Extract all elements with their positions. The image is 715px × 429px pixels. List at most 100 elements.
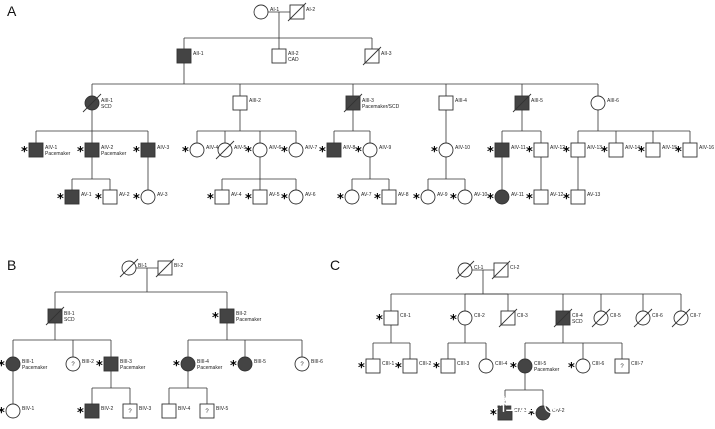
individual-aiv-15: *AIV-15 — [638, 142, 677, 160]
individual-note: CAD — [288, 57, 299, 63]
tested-star-icon: * — [568, 361, 575, 376]
individual-label: BIV-2 — [101, 406, 113, 412]
individual-biv-1: *BIV-1 — [0, 403, 34, 421]
female-symbol — [517, 358, 533, 374]
tested-star-icon: * — [245, 145, 252, 160]
female-symbol — [252, 142, 268, 158]
individual-label: AIV-3 — [157, 145, 169, 151]
male-symbol — [570, 142, 586, 158]
individual-note: Pacemaker — [22, 365, 48, 371]
tested-star-icon: * — [95, 192, 102, 207]
male-symbol — [232, 95, 248, 111]
individual-label: AIV-12 — [550, 145, 565, 151]
male-symbol — [102, 189, 118, 205]
individual-label: AIV-1 — [45, 145, 57, 151]
tested-star-icon: * — [319, 145, 326, 160]
individual-biv-5: ?BIV-5 — [199, 403, 228, 419]
individual-label: AIV-9 — [379, 145, 391, 151]
tested-star-icon: * — [526, 145, 533, 160]
individual-label: CIV-1 — [514, 408, 527, 414]
individual-label: CII-3 — [517, 313, 528, 319]
individual-aiv-16: *AIV-16 — [675, 142, 714, 160]
individual-label: AI-2 — [306, 7, 315, 13]
male-symbol — [570, 189, 586, 205]
individual-cii-5: CII-5 — [591, 308, 621, 328]
individual-label: AV-8 — [398, 192, 409, 198]
individual-aiv-6: *AIV-6 — [245, 142, 281, 160]
individual-av-4: *AV-4 — [207, 189, 242, 207]
individual-label: AIV-13 — [587, 145, 602, 151]
individual-biv-3: ?BIV-3 — [122, 403, 151, 419]
individual-aiv-13: *AIV-13 — [563, 142, 602, 160]
individual-av-6: *AV-6 — [281, 189, 316, 207]
male-symbol — [214, 189, 230, 205]
female-symbol — [344, 189, 360, 205]
individual-cii-3: CII-3 — [498, 308, 528, 328]
deceased-slash — [455, 260, 475, 280]
individual-av-13: *AV-13 — [563, 189, 600, 207]
individual-av-8: * AV-8 — [374, 189, 409, 207]
tested-star-icon: * — [96, 359, 103, 374]
individual-note: Pacemaker — [45, 151, 71, 157]
individual-bi-2: BI-2 — [155, 258, 183, 278]
individual-label: CIII-7 — [631, 361, 643, 367]
tested-star-icon: * — [487, 192, 494, 207]
individual-note: Pacemaker — [236, 317, 262, 323]
individual-civ-1: *CIV-1 — [490, 405, 527, 423]
individual-aiv-4: *AIV-4 — [182, 142, 218, 160]
male-symbol — [219, 308, 235, 324]
male-symbol — [533, 189, 549, 205]
individual-biii-5: *BIII-5 — [230, 356, 266, 374]
deceased-slash — [633, 308, 653, 328]
female-symbol — [5, 403, 21, 419]
male-symbol — [64, 189, 80, 205]
deceased-slash — [512, 93, 532, 113]
deceased-slash — [287, 2, 307, 22]
deceased-slash — [45, 306, 65, 326]
individual-ci-1: CI-1 — [455, 260, 484, 280]
individual-label: BIII-6 — [311, 359, 323, 365]
tested-star-icon: * — [212, 311, 219, 326]
individual-aii-1: AII-1 — [176, 48, 204, 64]
individual-label: AV-9 — [437, 192, 448, 198]
unknown-status-mark: ? — [300, 362, 304, 368]
individual-biv-4: BIV-4 — [161, 403, 190, 419]
tested-star-icon: * — [450, 313, 457, 328]
unknown-status-mark: ? — [620, 364, 624, 370]
tested-star-icon: * — [281, 145, 288, 160]
individual-cii-1: *CII-1 — [376, 310, 411, 328]
individual-label: AV-5 — [269, 192, 280, 198]
tested-star-icon: * — [245, 192, 252, 207]
individual-aiii-2: AIII-2 — [232, 95, 261, 111]
individual-label: BIII-5 — [254, 359, 266, 365]
individual-cii-7: CII-7 — [671, 308, 701, 328]
individual-label: BIII-2 — [82, 359, 94, 365]
panel-label-a: A — [7, 3, 17, 19]
individual-label: AIII-5 — [531, 98, 543, 104]
individual-label: CII-1 — [400, 313, 411, 319]
tested-star-icon: * — [355, 145, 362, 160]
individual-label: AIV-16 — [699, 145, 714, 151]
individual-cii-6: CII-6 — [633, 308, 663, 328]
individual-label: AIV-8 — [343, 145, 355, 151]
pedigree-lines — [12, 11, 691, 406]
individual-av-2: *AV-2 — [95, 189, 130, 207]
female-symbol — [575, 358, 591, 374]
male-symbol — [176, 48, 192, 64]
male-symbol — [682, 142, 698, 158]
tested-star-icon: * — [563, 192, 570, 207]
tested-star-icon: * — [374, 192, 381, 207]
individual-label: BIV-1 — [22, 406, 34, 412]
individual-label: AV-7 — [361, 192, 372, 198]
individual-ciii-2: *CIII-2 — [395, 358, 431, 376]
tested-star-icon: * — [358, 361, 365, 376]
male-symbol — [365, 358, 381, 374]
individual-label: BI-1 — [138, 263, 147, 269]
individual-note: Pacemaker — [120, 365, 146, 371]
male-symbol — [438, 95, 454, 111]
individual-label: CIII-4 — [495, 361, 507, 367]
